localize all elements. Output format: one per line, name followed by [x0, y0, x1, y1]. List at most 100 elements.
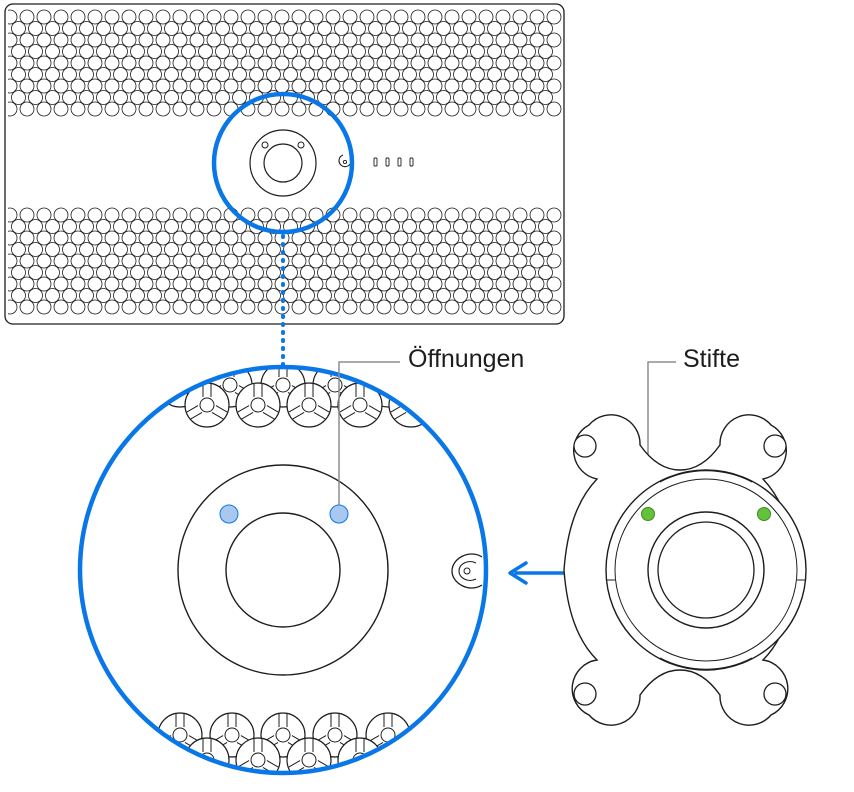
- perforation-hole: [172, 253, 188, 269]
- perforation-hole: [198, 21, 213, 36]
- perforation-hole: [79, 21, 94, 36]
- perforation-hole: [342, 299, 358, 315]
- perforation-hole: [257, 207, 273, 223]
- perforation-hole: [164, 67, 179, 82]
- perforation-hole: [249, 242, 264, 257]
- perforation-hole: [546, 101, 562, 117]
- perforation-hole: [308, 276, 324, 292]
- perforation-hole: [104, 276, 120, 292]
- perforation-hole: [512, 78, 528, 94]
- perforation-hole: [402, 21, 417, 36]
- perforation-hole: [529, 55, 545, 71]
- perforation-hole: [478, 55, 494, 71]
- perforation-hole: [419, 90, 434, 105]
- perforation-hole: [8, 101, 18, 117]
- zoom-socket-inner: [225, 512, 341, 628]
- perforation-hole: [240, 55, 256, 71]
- perforation-hole: [504, 288, 519, 303]
- indicator-slots: [373, 157, 414, 167]
- perforation-hole: [215, 67, 230, 82]
- perforation-hole: [504, 242, 519, 257]
- perforation-hole: [453, 265, 468, 280]
- perforation-hole: [96, 265, 111, 280]
- perforation-hole: [317, 44, 332, 59]
- perforation-hole: [504, 265, 519, 280]
- perforation-hole: [87, 9, 103, 25]
- perforation-hole: [529, 253, 545, 269]
- perforation-hole: [87, 299, 103, 315]
- perforation-hole: [351, 288, 366, 303]
- perforation-hole: [376, 276, 392, 292]
- perforation-hole: [164, 44, 179, 59]
- perforation-hole: [393, 253, 409, 269]
- lock-notch-icon: [338, 154, 351, 168]
- perforation-hole: [11, 242, 26, 257]
- perforation-hole: [419, 265, 434, 280]
- perforation-hole: [70, 32, 86, 48]
- perforation-hole: [121, 276, 137, 292]
- perforation-hole: [121, 32, 137, 48]
- perforation-hole: [189, 78, 205, 94]
- perforation-hole: [461, 55, 477, 71]
- perforation-hole: [470, 288, 485, 303]
- perforation-hole: [453, 90, 468, 105]
- pin-right: [757, 507, 771, 521]
- perforation-hole: [402, 288, 417, 303]
- perforation-hole: [444, 276, 460, 292]
- perforation-hole: [334, 288, 349, 303]
- perforation-hole: [28, 219, 43, 234]
- perforation-hole: [198, 288, 213, 303]
- perforation-hole: [172, 299, 188, 315]
- perforation-hole: [172, 101, 188, 117]
- perforation-hole: [240, 32, 256, 48]
- perforation-hole: [232, 67, 247, 82]
- perforation-hole: [36, 253, 52, 269]
- perforation-hole: [300, 242, 315, 257]
- perforation-hole: [113, 288, 128, 303]
- perforation-hole: [274, 101, 290, 117]
- perforation-hole: [181, 44, 196, 59]
- perforation-hole: [70, 9, 86, 25]
- perforation-hole: [8, 32, 18, 48]
- perforation-hole: [138, 9, 154, 25]
- perforation-hole: [334, 265, 349, 280]
- perforation-hole: [444, 253, 460, 269]
- perforation-hole: [317, 242, 332, 257]
- perforation-hole: [138, 78, 154, 94]
- perforation-hole: [419, 219, 434, 234]
- perforation-hole: [155, 32, 171, 48]
- perforation-hole: [351, 90, 366, 105]
- perforation-hole: [19, 78, 35, 94]
- perforation-hole: [334, 67, 349, 82]
- perforation-hole: [393, 78, 409, 94]
- perforation-hole: [172, 78, 188, 94]
- perforation-hole: [410, 9, 426, 25]
- perforation-hole: [147, 288, 162, 303]
- perforation-hole: [495, 299, 511, 315]
- perforation-hole: [512, 101, 528, 117]
- perforation-hole: [521, 44, 536, 59]
- perforation-hole: [164, 90, 179, 105]
- perforation-hole: [342, 32, 358, 48]
- perforation-hole: [215, 44, 230, 59]
- perforation-hole: [189, 9, 205, 25]
- perforation-hole: [351, 44, 366, 59]
- perforation-hole: [189, 32, 205, 48]
- perforation-hole: [342, 101, 358, 117]
- perforation-hole: [546, 299, 562, 315]
- perforation-hole: [257, 78, 273, 94]
- perforation-hole: [393, 230, 409, 246]
- perforation-hole: [130, 219, 145, 234]
- perforation-hole: [393, 55, 409, 71]
- perforation-hole: [240, 9, 256, 25]
- perforation-hole: [36, 276, 52, 292]
- perforation-hole: [96, 90, 111, 105]
- perforation-hole: [87, 276, 103, 292]
- perforation-hole: [45, 265, 60, 280]
- perforation-hole: [96, 288, 111, 303]
- perforation-hole: [138, 276, 154, 292]
- perforation-hole: [427, 253, 443, 269]
- perforation-hole: [334, 219, 349, 234]
- perforation-hole: [121, 299, 137, 315]
